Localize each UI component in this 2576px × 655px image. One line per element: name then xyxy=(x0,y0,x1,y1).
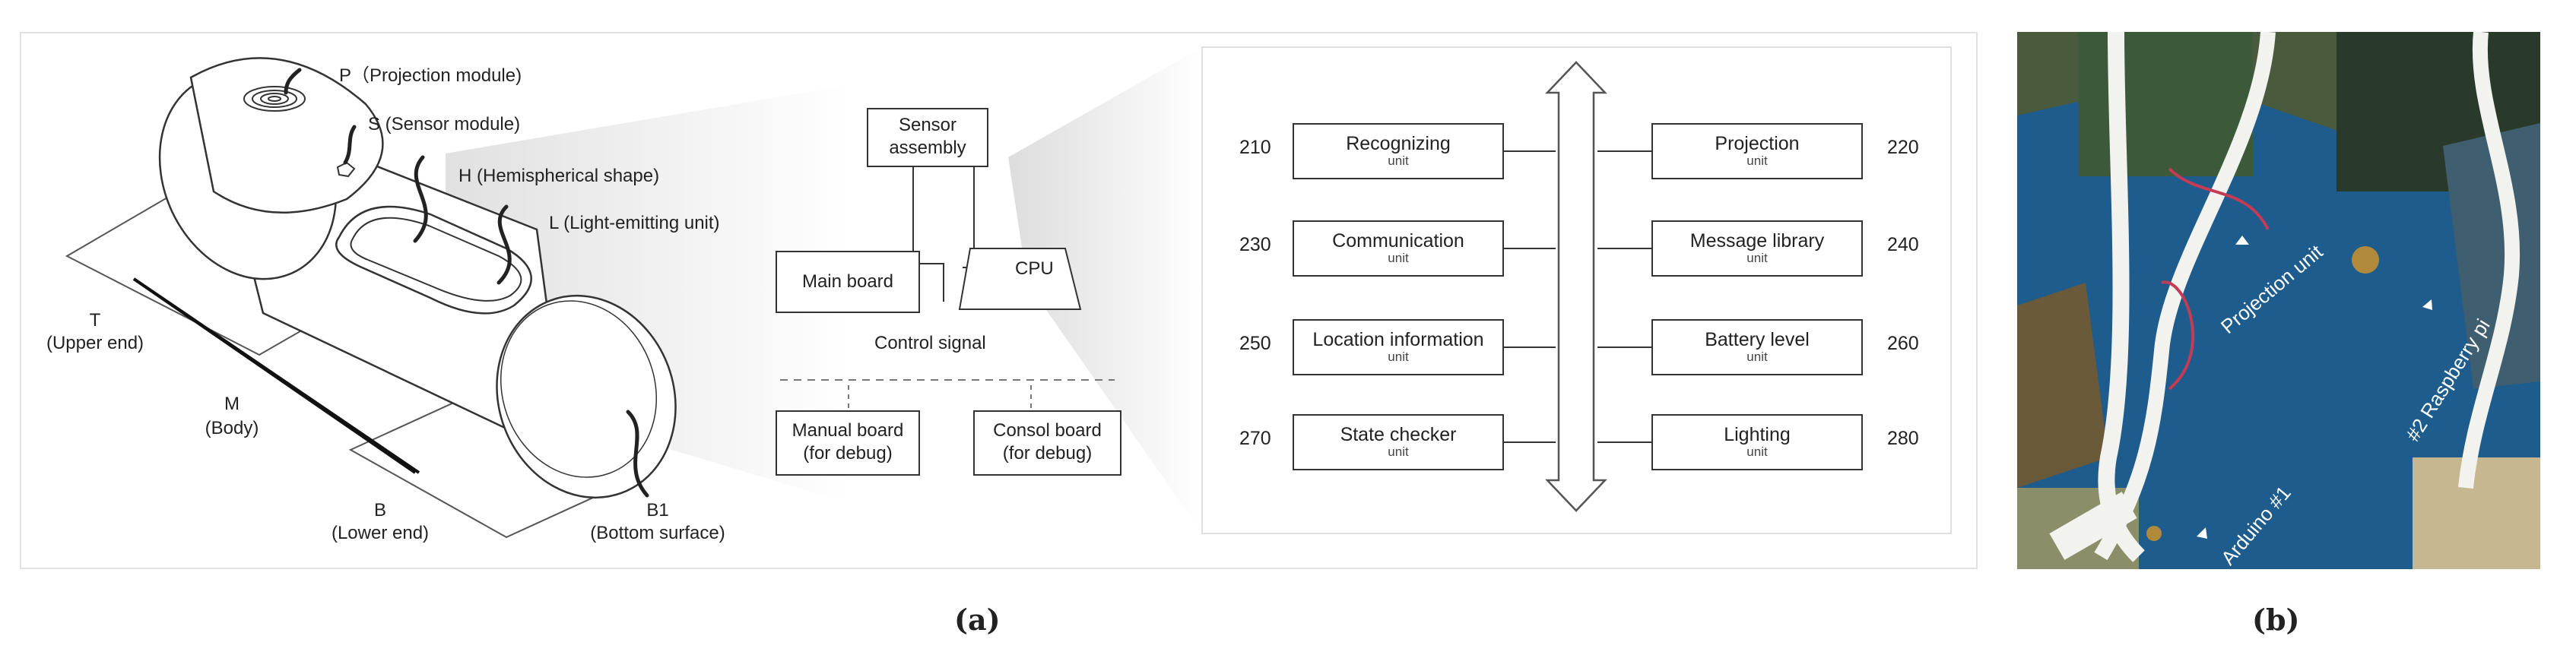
unit-name: Projection xyxy=(1715,133,1800,154)
label-bottom-surface-letter: B1 xyxy=(646,500,669,521)
unit-number-240: 240 xyxy=(1887,234,1919,255)
light-emitting-slot-outer xyxy=(335,205,532,315)
consol-board-line1: Consol board xyxy=(993,420,1102,441)
unit-sub: unit xyxy=(1388,251,1409,265)
unit-name: Battery level xyxy=(1705,329,1810,350)
manual-board-line2: (for debug) xyxy=(803,443,893,464)
hemisphere xyxy=(189,57,384,214)
lower-end-cap-rim xyxy=(500,300,658,478)
unit-sub: unit xyxy=(1388,350,1409,364)
zoom-funnel-right xyxy=(1008,47,1202,533)
unit-name: Message library xyxy=(1689,230,1825,252)
body-outline-bold-2 xyxy=(132,277,420,474)
label-hemispherical-shape: H (Hemispherical shape) xyxy=(458,166,660,186)
bus-arrow xyxy=(1545,61,1607,512)
label-upper-end: (Upper end) xyxy=(46,333,144,353)
device-drawing xyxy=(65,46,1952,539)
main-board-box: Main board xyxy=(776,251,920,313)
message-library-unit-box: Message library unit xyxy=(1651,220,1863,277)
manual-board-box: Manual board (for debug) xyxy=(776,410,920,476)
projection-module-rings xyxy=(243,86,306,112)
communication-unit-box: Communication unit xyxy=(1293,220,1504,277)
manual-board-line1: Manual board xyxy=(792,420,904,441)
label-light-emitting-unit: L (Light-emitting unit) xyxy=(549,213,720,233)
leader-lines xyxy=(284,68,649,498)
label-upper-end-letter: T xyxy=(89,310,101,331)
recognizing-unit-box: Recognizing unit xyxy=(1293,123,1504,179)
unit-number-250: 250 xyxy=(1239,333,1271,354)
label-body: (Body) xyxy=(205,418,259,438)
bus-connectors xyxy=(1487,150,1662,443)
battery-level-unit-box: Battery level unit xyxy=(1651,319,1863,375)
unit-name: State checker xyxy=(1340,424,1457,445)
unit-number-210: 210 xyxy=(1239,137,1271,158)
sensor-assembly-line1: Sensor xyxy=(898,115,957,135)
projection-unit-box: Projection unit xyxy=(1651,123,1863,179)
sensor-assembly-line2: assembly xyxy=(889,138,966,158)
unit-sub: unit xyxy=(1388,153,1409,168)
control-signal-label: Control signal xyxy=(874,333,986,353)
cpu-block xyxy=(958,248,1082,310)
label-bottom-surface: (Bottom surface) xyxy=(590,523,725,543)
panel-b-label: (b) xyxy=(2252,603,2300,637)
sensor-assembly-box: Sensor assembly xyxy=(867,108,988,167)
hardware-photo-drawing xyxy=(2017,32,2540,569)
light-emitting-slot-inner xyxy=(350,217,522,302)
unit-sub: unit xyxy=(1746,153,1768,168)
unit-sub: unit xyxy=(1746,445,1768,459)
label-lower-end-letter: B xyxy=(373,500,386,521)
unit-name: Location information xyxy=(1312,329,1484,350)
lighting-unit-box: Lighting unit xyxy=(1651,414,1863,470)
panel-a-label: (a) xyxy=(954,603,1001,637)
state-checker-unit-box: State checker unit xyxy=(1293,414,1504,470)
cpu-label: CPU xyxy=(1015,258,1054,279)
unit-sub: unit xyxy=(1746,350,1768,364)
unit-number-280: 280 xyxy=(1887,428,1919,449)
unit-number-260: 260 xyxy=(1887,333,1919,354)
unit-name: Recognizing xyxy=(1346,133,1451,154)
label-lower-end: (Lower end) xyxy=(331,523,430,543)
lower-end-cap xyxy=(496,294,677,499)
unit-sub: unit xyxy=(1388,445,1409,459)
unit-number-230: 230 xyxy=(1239,234,1271,255)
unit-name: Communication xyxy=(1332,230,1464,252)
consol-board-box: Consol board (for debug) xyxy=(973,410,1121,476)
main-board-label: Main board xyxy=(801,271,894,292)
label-body-letter: M xyxy=(224,394,240,414)
unit-sub: unit xyxy=(1746,251,1768,265)
label-sensor-module: S (Sensor module) xyxy=(368,114,521,134)
unit-number-220: 220 xyxy=(1887,137,1919,158)
label-projection-module: P（Projection module) xyxy=(339,65,522,86)
hardware-photo: Projection unit #2 Raspberry pi Arduino … xyxy=(2017,32,2540,569)
unit-name: Lighting xyxy=(1724,424,1791,445)
unit-number-270: 270 xyxy=(1239,428,1271,449)
consol-board-line2: (for debug) xyxy=(1002,443,1093,464)
location-information-unit-box: Location information unit xyxy=(1293,319,1504,375)
